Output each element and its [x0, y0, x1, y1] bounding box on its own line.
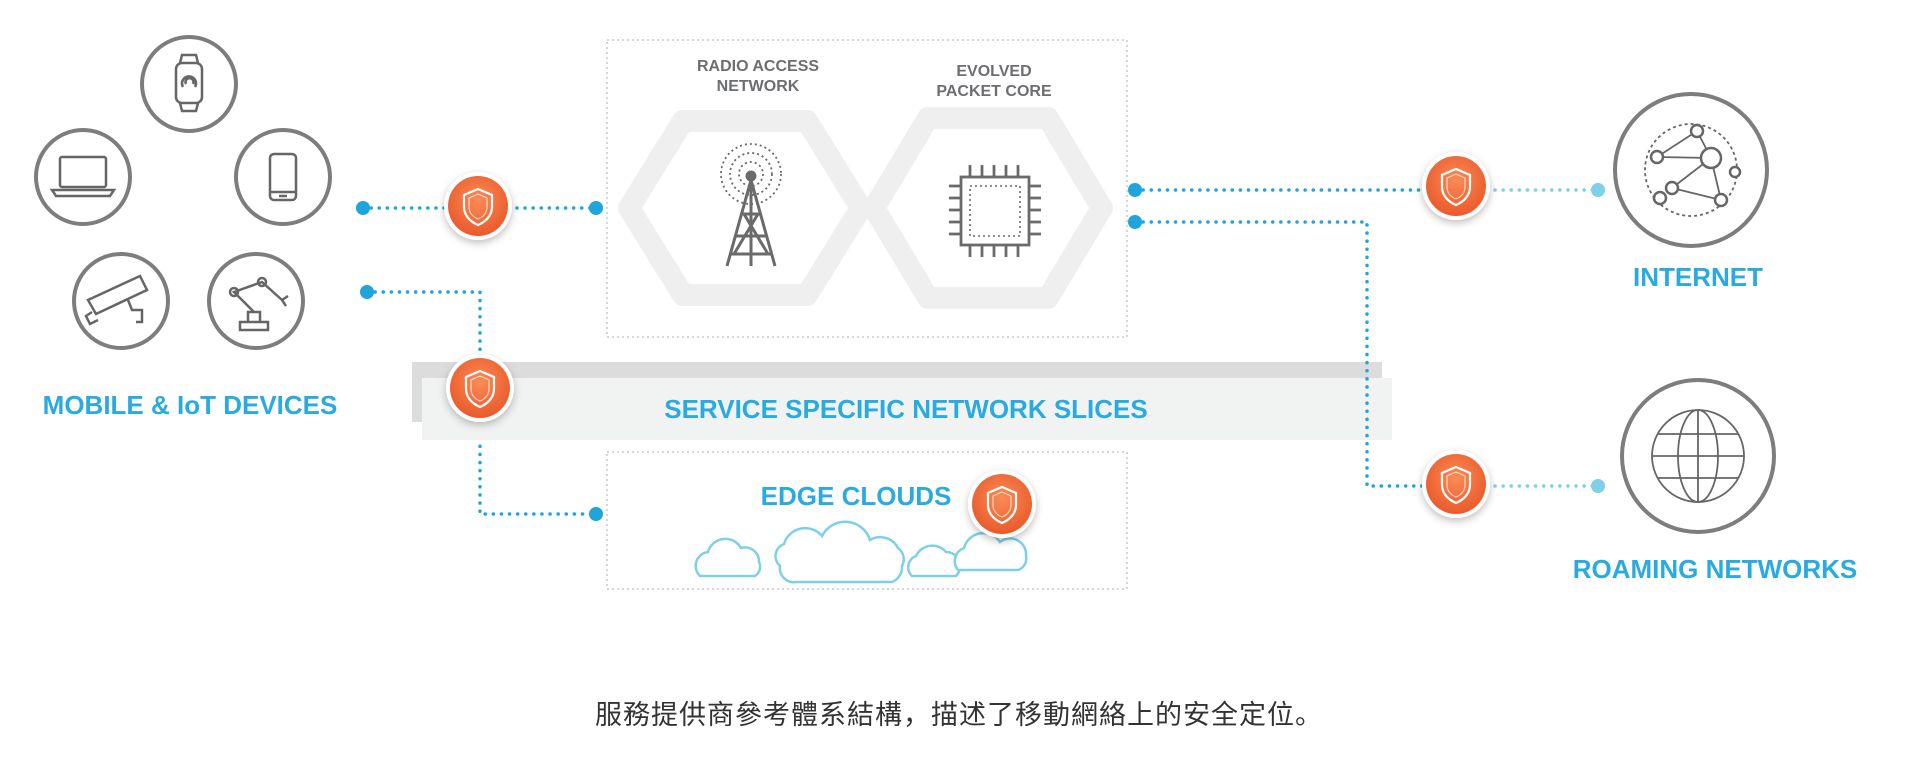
smartphone-device [234, 128, 332, 226]
smartwatch-icon [174, 53, 204, 113]
clouds-icon [694, 520, 1028, 584]
edge-clouds-label: EDGE CLOUDS [761, 481, 952, 511]
ran-label-line1: RADIO ACCESS [697, 58, 819, 75]
smartwatch-device [140, 35, 238, 133]
shield-icon [968, 470, 1036, 538]
shield-icon [1422, 450, 1490, 518]
roaming-label: ROAMING NETWORKS [1573, 554, 1858, 584]
ran-label-line2: NETWORK [717, 78, 800, 95]
device-to-ran-link [356, 201, 603, 215]
devices-label: MOBILE & IoT DEVICES [43, 390, 338, 420]
network-globe-icon [1644, 123, 1742, 217]
processor-chip-icon [949, 165, 1041, 257]
epc-label-line2: PACKET CORE [936, 83, 1052, 100]
shield-icon [446, 354, 514, 422]
edge-clouds-box [606, 451, 1128, 590]
figure-caption: 服務提供商參考體系結構，描述了移動網絡上的安全定位。 [595, 700, 1323, 731]
globe-icon [1651, 409, 1745, 503]
internet-label: INTERNET [1633, 262, 1763, 292]
core-network-box [606, 39, 1128, 338]
cell-tower-icon [720, 143, 782, 267]
shield-icon [1422, 152, 1490, 220]
slices-label: SERVICE SPECIFIC NETWORK SLICES [664, 394, 1147, 424]
laptop-icon [49, 155, 117, 198]
laptop-device [34, 128, 132, 226]
security-camera-icon [84, 274, 149, 326]
robot-arm-icon [228, 276, 289, 332]
epc-label-line1: EVOLVED [956, 63, 1031, 80]
shield-icon [444, 172, 512, 240]
roaming-node [1620, 378, 1776, 534]
internet-node [1613, 92, 1769, 248]
security-camera-device [72, 252, 170, 350]
epc-to-roaming-link [1128, 215, 1605, 493]
ran-hexagon [618, 110, 872, 306]
epc-to-internet-link [1128, 183, 1605, 197]
smartphone-icon [268, 152, 298, 202]
device-to-edge-link [360, 285, 603, 521]
network-slices-bar [412, 362, 1392, 440]
robot-arm-device [207, 252, 305, 350]
epc-hexagon [863, 107, 1113, 309]
